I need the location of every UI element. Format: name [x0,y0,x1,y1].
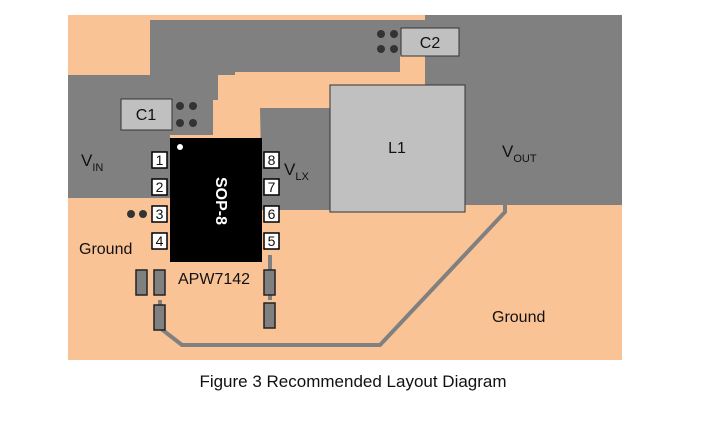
l1-label: L1 [388,140,406,157]
vout-label: VOUT [502,142,537,165]
l1-inductor [329,84,466,213]
pin-5: 5 [263,232,280,250]
c1-label: C1 [136,107,157,124]
vin-label: VIN [81,151,103,174]
c2-vias [377,30,398,53]
ground-label-right: Ground [492,309,545,326]
bottom-pads [135,269,276,331]
c2-label: C2 [420,35,441,52]
pin-2: 2 [151,178,168,196]
c1-capacitor [120,98,173,131]
vlx-label: VLX [284,160,309,183]
svg-text:1: 1 [156,152,164,168]
svg-text:6: 6 [268,206,276,222]
pin3-vias [127,210,147,218]
pin-8: 8 [263,151,280,169]
ic-package-label: SOP-8 [212,177,229,225]
c2-capacitor [400,27,460,57]
c1-vias [176,102,197,127]
pin-3: 3 [151,205,168,223]
ic-body [170,138,262,262]
pin-7: 7 [263,178,280,196]
svg-text:8: 8 [268,152,276,168]
pin-4: 4 [151,232,168,250]
svg-text:7: 7 [268,179,276,195]
svg-text:2: 2 [156,179,164,195]
pin-6: 6 [263,205,280,223]
svg-text:5: 5 [268,233,276,249]
figure-caption: Figure 3 Recommended Layout Diagram [199,372,507,391]
svg-text:4: 4 [156,233,164,249]
pin-1: 1 [151,151,168,169]
svg-text:3: 3 [156,206,164,222]
ground-label-left: Ground [79,241,132,258]
part-number-label: APW7142 [178,271,250,288]
pin1-marker [177,144,183,150]
vout-copper [425,15,622,205]
layout-diagram: L1 C2 C1 SOP-8 1 2 3 4 8 7 6 [68,15,622,360]
